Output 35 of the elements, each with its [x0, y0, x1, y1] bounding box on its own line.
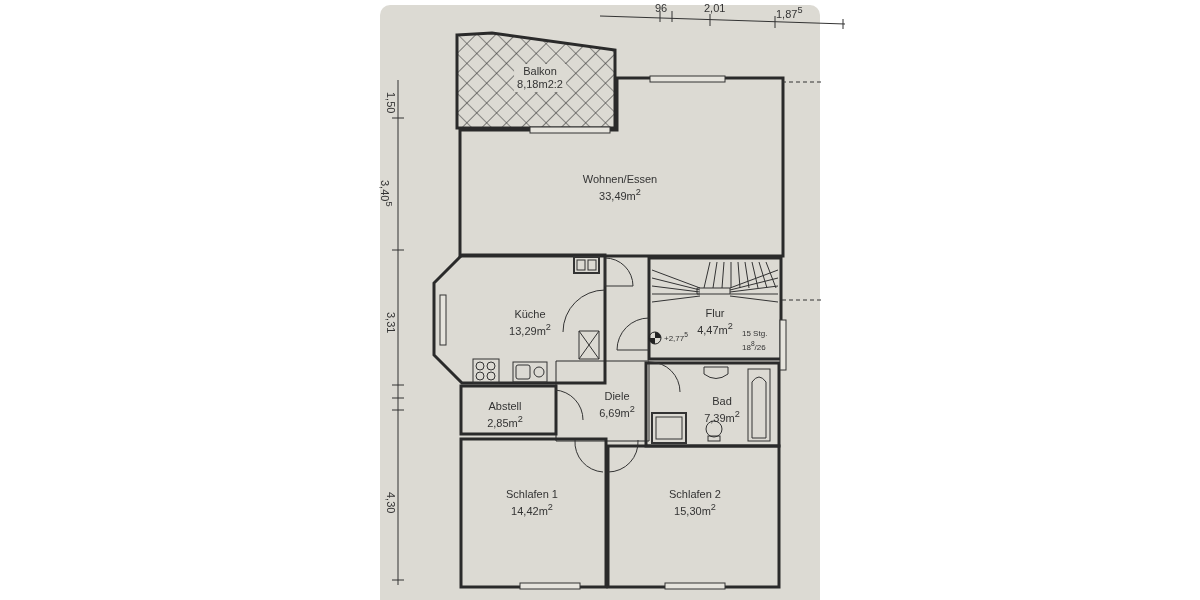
dimension-label: 1,87$^{5}$ — [776, 4, 803, 21]
room-name: Abstell — [488, 400, 522, 414]
dimension-label: 2,01 — [704, 2, 726, 15]
room-name: Flur — [705, 307, 725, 321]
level-label: +2,77$^{5}$ — [664, 330, 688, 344]
room-outline — [460, 438, 607, 588]
room-name: Bad — [712, 395, 732, 409]
dimension-label: 4,30 — [384, 492, 397, 514]
room-outline — [607, 445, 780, 588]
area-label: 4,47m$^{2}$ — [697, 320, 733, 337]
room-outline — [645, 362, 780, 447]
dimension-label: 96 — [655, 2, 668, 15]
room-name: Schlafen 1 — [506, 488, 558, 502]
stair-label: 15 Stg. — [742, 329, 768, 339]
room-name: Küche — [514, 308, 546, 322]
room-name: Balkon — [523, 65, 557, 78]
room-name: Schlafen 2 — [669, 488, 721, 502]
area-label: 7,39m$^{2}$ — [704, 408, 740, 425]
room-outline — [460, 385, 557, 435]
dimension-label: 3,31 — [384, 312, 397, 334]
room-outline — [432, 255, 607, 385]
area-label: 8,18m2:2 — [517, 78, 563, 91]
area-label: 2,85m$^{2}$ — [487, 413, 523, 430]
room-outline — [555, 360, 650, 442]
area-label: 33,49m$^{2}$ — [599, 186, 641, 203]
area-label: 13,29m$^{2}$ — [509, 321, 551, 338]
balcony-outline — [457, 33, 617, 130]
room-outline — [648, 257, 782, 360]
room-name: Wohnen/Essen — [582, 173, 658, 187]
area-label: 6,69m$^{2}$ — [599, 403, 635, 420]
dimension-label: 1,50 — [384, 92, 397, 114]
area-label: 14,42m$^{2}$ — [511, 501, 553, 518]
stair-label: 18$^{8}$/26 — [742, 339, 766, 353]
area-label: 15,30m$^{2}$ — [674, 501, 716, 518]
room-name: Diele — [604, 390, 630, 404]
